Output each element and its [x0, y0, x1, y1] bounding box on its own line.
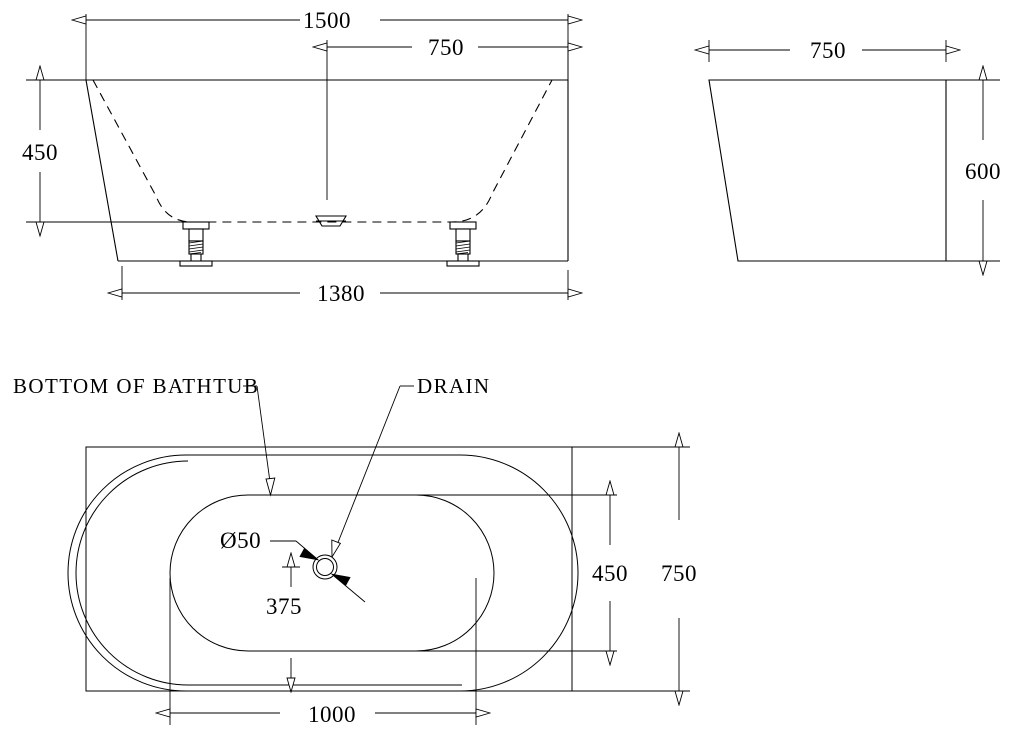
label-drain: DRAIN — [417, 374, 491, 398]
dim-label-750-side: 750 — [810, 38, 846, 63]
note-bottom-of-bathtub: BOTTOM OF BATHTUB — [13, 374, 276, 497]
drain-hole — [312, 554, 338, 580]
dim-side-depth: 750 — [709, 38, 946, 63]
dim-label-1500: 1500 — [303, 8, 351, 33]
adjustable-foot-right — [446, 221, 480, 267]
bottom-plan-view: BOTTOM OF BATHTUB DRAIN Ø50 — [13, 374, 697, 727]
label-bottom-of-bathtub: BOTTOM OF BATHTUB — [13, 374, 259, 398]
plan-tub-outer-offset-outline — [75, 460, 462, 686]
dim-label-450-front: 450 — [22, 140, 58, 165]
dim-side-height: 600 — [946, 80, 1001, 261]
dim-label-diameter-50: Ø50 — [220, 528, 261, 553]
note-drain: DRAIN — [331, 374, 491, 559]
dim-front-base-width: 1380 — [122, 266, 568, 306]
plan-tub-outer-outline — [67, 454, 579, 692]
front-elevation-view: 1500 750 — [22, 8, 568, 306]
dim-drain-diameter: Ø50 — [220, 528, 366, 603]
dim-label-450-plan: 450 — [592, 561, 628, 586]
side-tub-outline — [708, 79, 947, 262]
front-tub-inner-profile-hidden — [92, 79, 553, 223]
dim-front-inner-height: 450 — [22, 80, 86, 222]
side-elevation-view: 750 600 — [709, 38, 1001, 261]
dim-plan-inner-length-1000: 1000 — [170, 578, 476, 727]
dim-plan-overall-width-750: 750 — [572, 447, 697, 691]
dim-drain-offset-375: 375 — [266, 567, 302, 678]
dim-front-half-width: 750 — [327, 35, 568, 200]
dim-label-750-front: 750 — [428, 35, 464, 60]
dim-front-overall-width: 1500 — [86, 8, 568, 80]
dim-plan-inner-width-450: 450 — [416, 495, 628, 651]
drain-outlet-icon — [315, 215, 347, 227]
adjustable-foot-left — [179, 221, 213, 267]
dim-label-375: 375 — [266, 594, 302, 619]
dim-label-1380: 1380 — [317, 281, 365, 306]
dim-label-1000: 1000 — [308, 702, 356, 727]
dim-label-600: 600 — [965, 159, 1001, 184]
dim-label-750-plan: 750 — [661, 561, 697, 586]
